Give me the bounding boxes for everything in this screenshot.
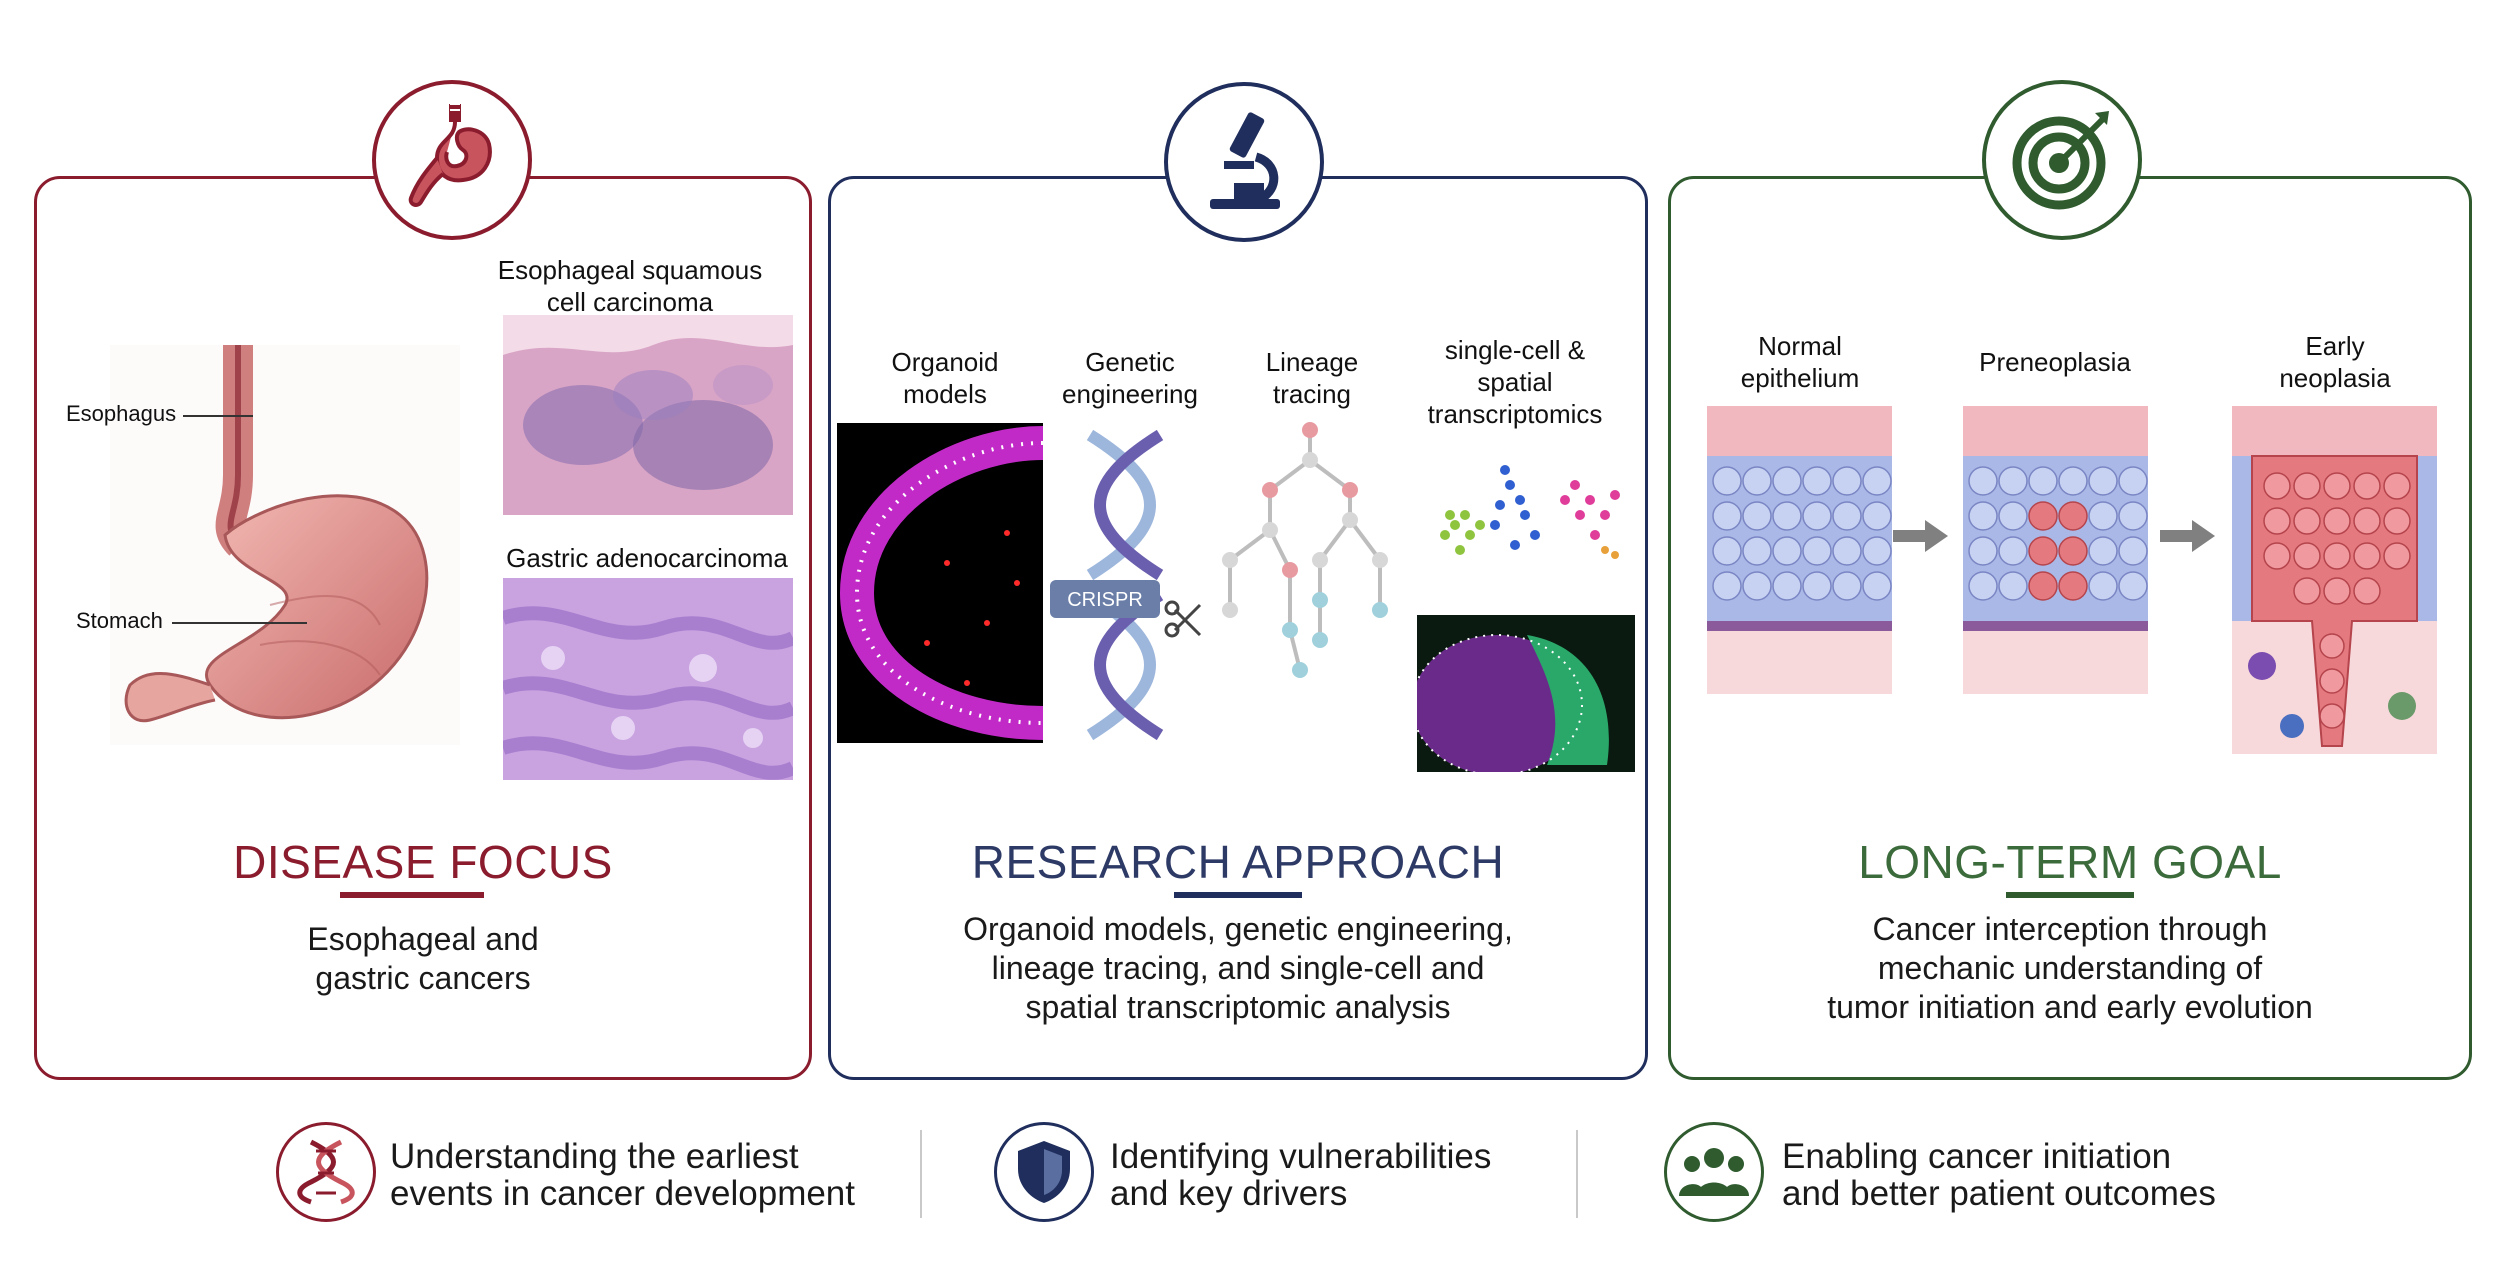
escc-label-line2: cell carcinoma: [546, 287, 714, 317]
gastric-label: Gastric adenocarcinoma: [506, 543, 788, 573]
footer-item-2-line2: and key drivers: [1110, 1174, 1348, 1213]
genetic-label-line1: Genetic: [1085, 347, 1175, 377]
organoid-label-line1: Organoid: [891, 347, 999, 377]
research-description-line3: spatial transcriptomic analysis: [1025, 989, 1451, 1025]
disease-description-line2: gastric cancers: [315, 960, 531, 996]
umap-scatter-illustration: [1440, 465, 1620, 559]
preneoplasia-label: Preneoplasia: [1979, 347, 2131, 377]
research-approach-heading: RESEARCH APPROACH: [971, 836, 1505, 888]
footer-item-1-line2: events in cancer development: [390, 1174, 855, 1213]
people-icon: [1679, 1148, 1749, 1196]
footer-separator-1: [920, 1130, 922, 1218]
escc-label-line1: Esophageal squamous: [497, 255, 763, 285]
genetic-label-line2: engineering: [1062, 379, 1198, 409]
disease-focus-heading: DISEASE FOCUS: [233, 836, 613, 888]
lineage-label-line2: tracing: [1272, 379, 1352, 409]
escc-histology-image: [503, 315, 793, 515]
stomach-label: Stomach: [76, 608, 163, 633]
footer-dna-circle: [276, 1122, 376, 1222]
spatial-transcriptomics-image: [1417, 615, 1635, 772]
early-neoplasia-illustration: [2232, 406, 2437, 754]
lineage-label-line1: Lineage: [1265, 347, 1359, 377]
disease-focus-badge: [372, 80, 532, 240]
research-description-line2: lineage tracing, and single-cell and: [991, 950, 1485, 986]
microscope-icon: [1210, 112, 1280, 209]
single-cell-label-line3: transcriptomics: [1427, 399, 1603, 429]
early-neoplasia-label-line2: neoplasia: [2279, 363, 2391, 393]
goal-description-line2: mechanic understanding of: [1877, 950, 2263, 986]
footer-item-2-line1: Identifying vulnerabilities: [1110, 1137, 1492, 1176]
research-approach-badge: [1164, 82, 1324, 242]
long-term-goal-heading: LONG-TERM GOAL: [1858, 836, 2282, 888]
normal-epithelium-label-line2: epithelium: [1740, 363, 1860, 393]
long-term-goal-underline: [2006, 892, 2134, 898]
lineage-tree-illustration: [1222, 422, 1388, 678]
stomach-icon: [408, 103, 492, 207]
footer-item-1-line1: Understanding the earliest: [390, 1137, 799, 1176]
footer-people-circle: [1664, 1122, 1764, 1222]
organoid-label-line2: models: [903, 379, 987, 409]
footer-item-3-line2: and better patient outcomes: [1782, 1174, 2216, 1213]
esophagus-leader-line: [183, 415, 253, 417]
stomach-anatomy-illustration: [110, 345, 460, 745]
normal-epithelium-illustration: [1707, 406, 1892, 694]
preneoplasia-illustration: [1963, 406, 2148, 694]
disease-focus-underline: [340, 892, 484, 898]
goal-description-line3: tumor initiation and early evolution: [1827, 989, 2313, 1025]
gastric-histology-image: [503, 578, 793, 780]
footer-item-3-line1: Enabling cancer initiation: [1782, 1137, 2172, 1176]
shield-icon: [1018, 1141, 1070, 1203]
esophagus-label: Esophagus: [66, 401, 177, 426]
research-approach-underline: [1174, 892, 1302, 898]
single-cell-label-line1: single-cell &: [1444, 335, 1586, 365]
arrow-1-icon: [1893, 520, 1948, 552]
target-icon: [2012, 111, 2109, 210]
long-term-goal-badge: [1982, 80, 2142, 240]
dna-crispr-illustration: CRISPR: [1050, 429, 1202, 741]
organoid-fluorescence-image: [837, 423, 1043, 743]
dna-icon: [297, 1139, 355, 1205]
arrow-2-icon: [2160, 520, 2215, 552]
disease-description-line1: Esophageal and: [307, 921, 539, 957]
research-description-line1: Organoid models, genetic engineering,: [963, 911, 1513, 947]
normal-epithelium-label-line1: Normal: [1758, 331, 1842, 361]
footer-shield-circle: [994, 1122, 1094, 1222]
early-neoplasia-label-line1: Early: [2305, 331, 2365, 361]
stomach-leader-line: [172, 622, 307, 624]
crispr-label: CRISPR: [1067, 589, 1143, 611]
footer-separator-2: [1576, 1130, 1578, 1218]
single-cell-label-line2: spatial: [1477, 367, 1553, 397]
goal-description-line1: Cancer interception through: [1872, 911, 2268, 947]
